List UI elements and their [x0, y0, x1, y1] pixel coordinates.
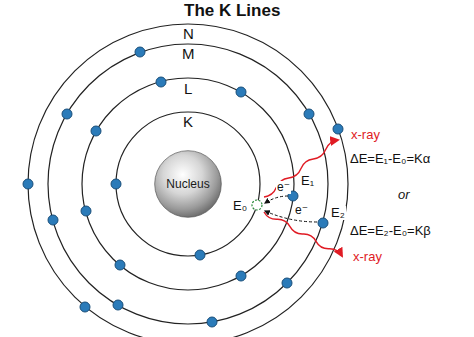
or-label: or: [398, 188, 410, 202]
nucleus-label: Nucleus: [166, 177, 209, 191]
energy-label: E₁: [300, 174, 315, 188]
transition-arrow: [265, 211, 317, 222]
nucleus-sphere: Nucleus: [154, 150, 222, 218]
l-shell: [82, 78, 294, 290]
diagram-title: The K Lines: [184, 2, 280, 21]
energy-equation: ΔE=E₂-E₀=Kβ: [350, 224, 431, 238]
electrons: [23, 47, 343, 327]
shell-letter: N: [182, 26, 195, 43]
xray-label: x-ray: [350, 128, 381, 142]
electron-label: e⁻: [294, 204, 309, 217]
xray-label: x-ray: [352, 250, 383, 264]
transition-arrow: [265, 196, 288, 203]
m-shell: [48, 44, 328, 324]
vacancy: [252, 200, 262, 210]
xray-wave: [264, 140, 338, 197]
shell-letter: M: [181, 46, 196, 63]
shell-letter: K: [182, 114, 194, 131]
energy-label: E₀: [232, 199, 248, 213]
shell-letter: L: [183, 81, 193, 98]
energy-label: E₂: [330, 206, 346, 220]
energy-equation: ΔE=E₁-E₀=Kα: [350, 152, 430, 166]
electron-label: e⁻: [276, 181, 291, 194]
k-shell: [116, 112, 260, 256]
n-shell: [28, 24, 348, 337]
